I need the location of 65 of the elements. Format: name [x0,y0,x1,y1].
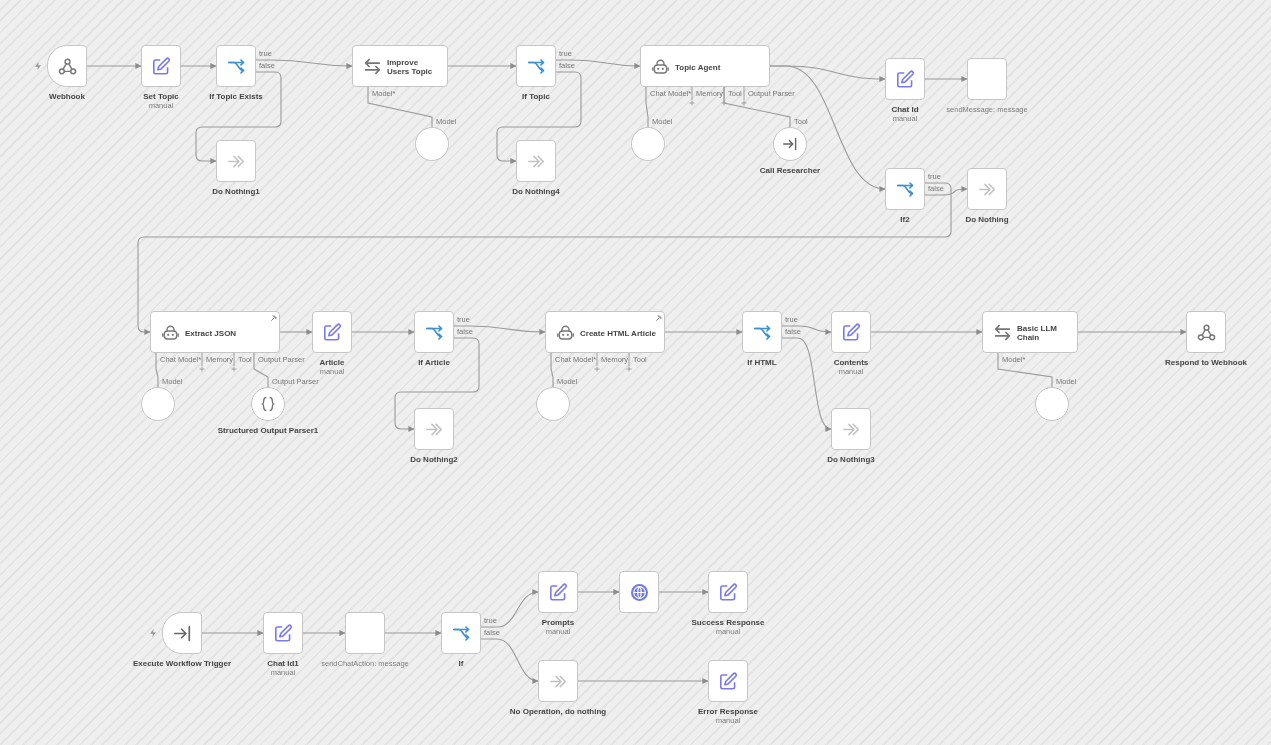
node-name: Prompts [541,618,575,627]
connector-arrow [195,71,282,164]
connector-arrow [664,329,743,335]
connector-arrow [480,638,539,683]
node-name: Error Response [698,707,758,716]
connector-line [645,86,649,128]
node-box [619,571,659,613]
node-name: If [458,659,464,668]
node-name: Topic Agent [675,63,721,72]
node-name: Do Nothing2 [410,455,458,464]
connector-arrow [870,329,983,335]
connector-arrow [781,325,832,335]
connector-line [550,352,554,388]
node-name: Chat Id1 [267,659,299,668]
node-name: Contents [833,358,869,367]
node-name: Do Nothing3 [827,455,875,464]
node-name: Respond to Webhook [1164,358,1248,367]
connector-arrow [555,59,641,69]
connector-arrow [577,589,620,595]
connector-arrow [781,337,832,430]
node-name: If Topic [522,92,550,101]
node-name: Call Researcher [759,166,821,175]
connector-arrow [496,71,582,164]
node-name: Extract JSON [185,329,237,338]
node-name: Create HTML Article [580,329,657,338]
connector-arrow [384,630,442,636]
node-name: Execute Workflow Trigger [132,659,232,668]
connector-line [253,352,269,388]
connector-arrow [302,630,346,636]
node-name: Do Nothing [965,215,1009,224]
connector-arrow [924,76,968,82]
connector-arrow [394,337,480,432]
connector-arrow [658,589,709,595]
node-name: If2 [900,215,910,224]
connector-arrow [86,63,142,69]
connector-line [997,352,1053,388]
node-name: Chat Id [891,105,919,114]
node-name: Set Topic [143,92,179,101]
connector-arrow [351,329,415,335]
connector-arrow [453,325,546,335]
connector-line [155,352,159,388]
connector-arrow [279,329,313,335]
connector-arrow [447,63,517,69]
node-name: Article [319,358,345,367]
connector-arrow [180,63,217,69]
connector-arrow [480,589,539,628]
connector-arrow [577,678,709,684]
node-name: Improve Users Topic [387,58,434,76]
node-name: If Topic Exists [209,92,263,101]
connector-line [367,86,433,128]
node-name: Do Nothing4 [512,187,560,196]
connector-arrow [924,186,968,196]
connector-arrow [137,182,952,335]
connector-arrow [255,59,353,69]
node-name: Basic LLM Chain [1017,324,1058,342]
node-name: Webhook [49,92,85,101]
node-name: If Article [418,358,450,367]
node-name: Do Nothing1 [212,187,260,196]
node-name: Structured Output Parser1 [217,426,319,435]
connector-arrow [769,65,886,191]
node-name: No Operation, do nothing [509,707,607,716]
node-name: If HTML [747,358,777,367]
connector-arrow [201,630,264,636]
node-name: Success Response [691,618,765,627]
connector-arrow [1077,329,1187,335]
